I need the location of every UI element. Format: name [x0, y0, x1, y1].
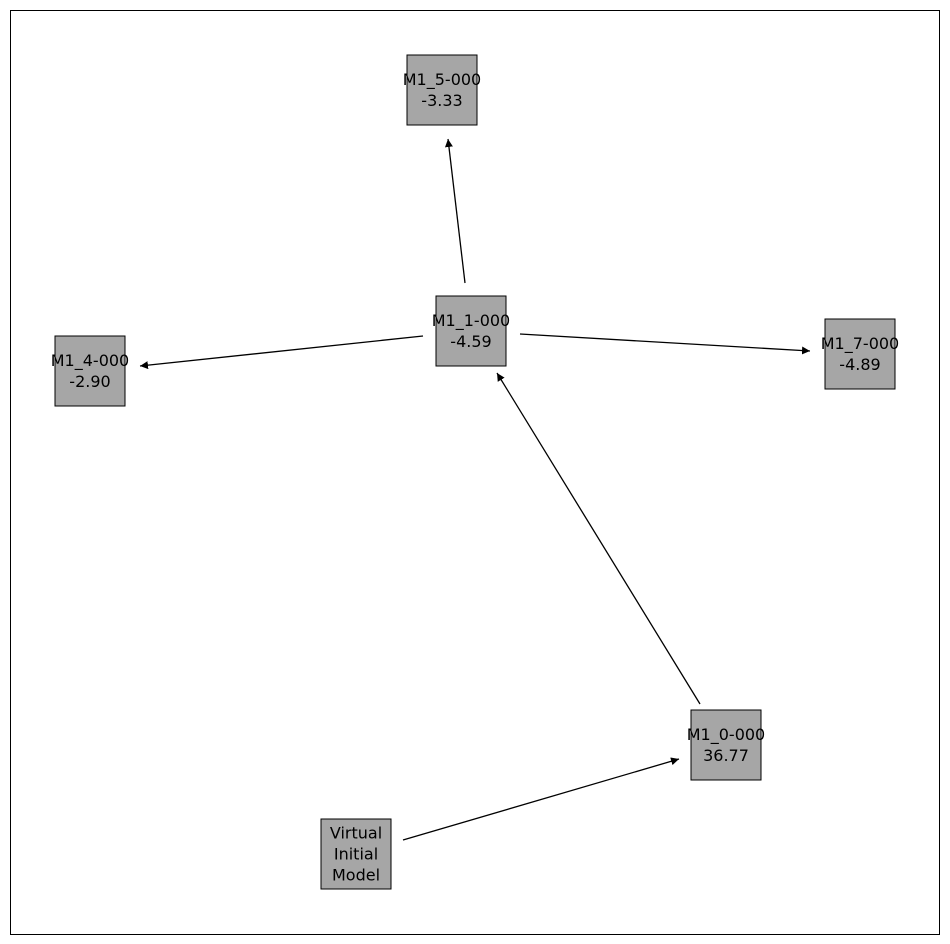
node-m1_7[interactable]: M1_7-000-4.89: [821, 318, 899, 390]
node-label-line: -4.59: [450, 332, 491, 351]
node-box: [690, 709, 762, 781]
node-label-line: -4.89: [839, 355, 880, 374]
node-label-line: Model: [332, 866, 380, 885]
node-label-line: M1_4-000: [51, 351, 129, 371]
edge-m1_1-to-m1_5: [444, 138, 466, 284]
node-label-line: -3.33: [421, 91, 462, 110]
edge-virtual-to-m1_0: [402, 757, 680, 841]
edge-m1_1-to-m1_7: [519, 333, 811, 355]
node-label-line: M1_0-000: [687, 725, 765, 745]
node-label-line: Virtual: [330, 824, 382, 843]
node-label-line: Initial: [334, 845, 378, 864]
node-label-line: 36.77: [703, 746, 749, 765]
node-label-line: M1_1-000: [432, 311, 510, 331]
node-m1_1[interactable]: M1_1-000-4.59: [432, 295, 510, 367]
node-box: [320, 818, 392, 890]
node-box: [435, 295, 507, 367]
node-label-line: -2.90: [69, 372, 110, 391]
node-label-line: M1_5-000: [403, 70, 481, 90]
edge-m1_1-to-m1_4: [139, 335, 424, 370]
node-box: [406, 54, 478, 126]
node-label-line: M1_7-000: [821, 334, 899, 354]
node-box: [54, 335, 126, 407]
edges-layer: [139, 138, 811, 841]
node-m1_5[interactable]: M1_5-000-3.33: [403, 54, 481, 126]
node-m1_4[interactable]: M1_4-000-2.90: [51, 335, 129, 407]
plot-frame: [10, 10, 940, 935]
edge-m1_0-to-m1_1: [496, 372, 701, 705]
node-box: [824, 318, 896, 390]
